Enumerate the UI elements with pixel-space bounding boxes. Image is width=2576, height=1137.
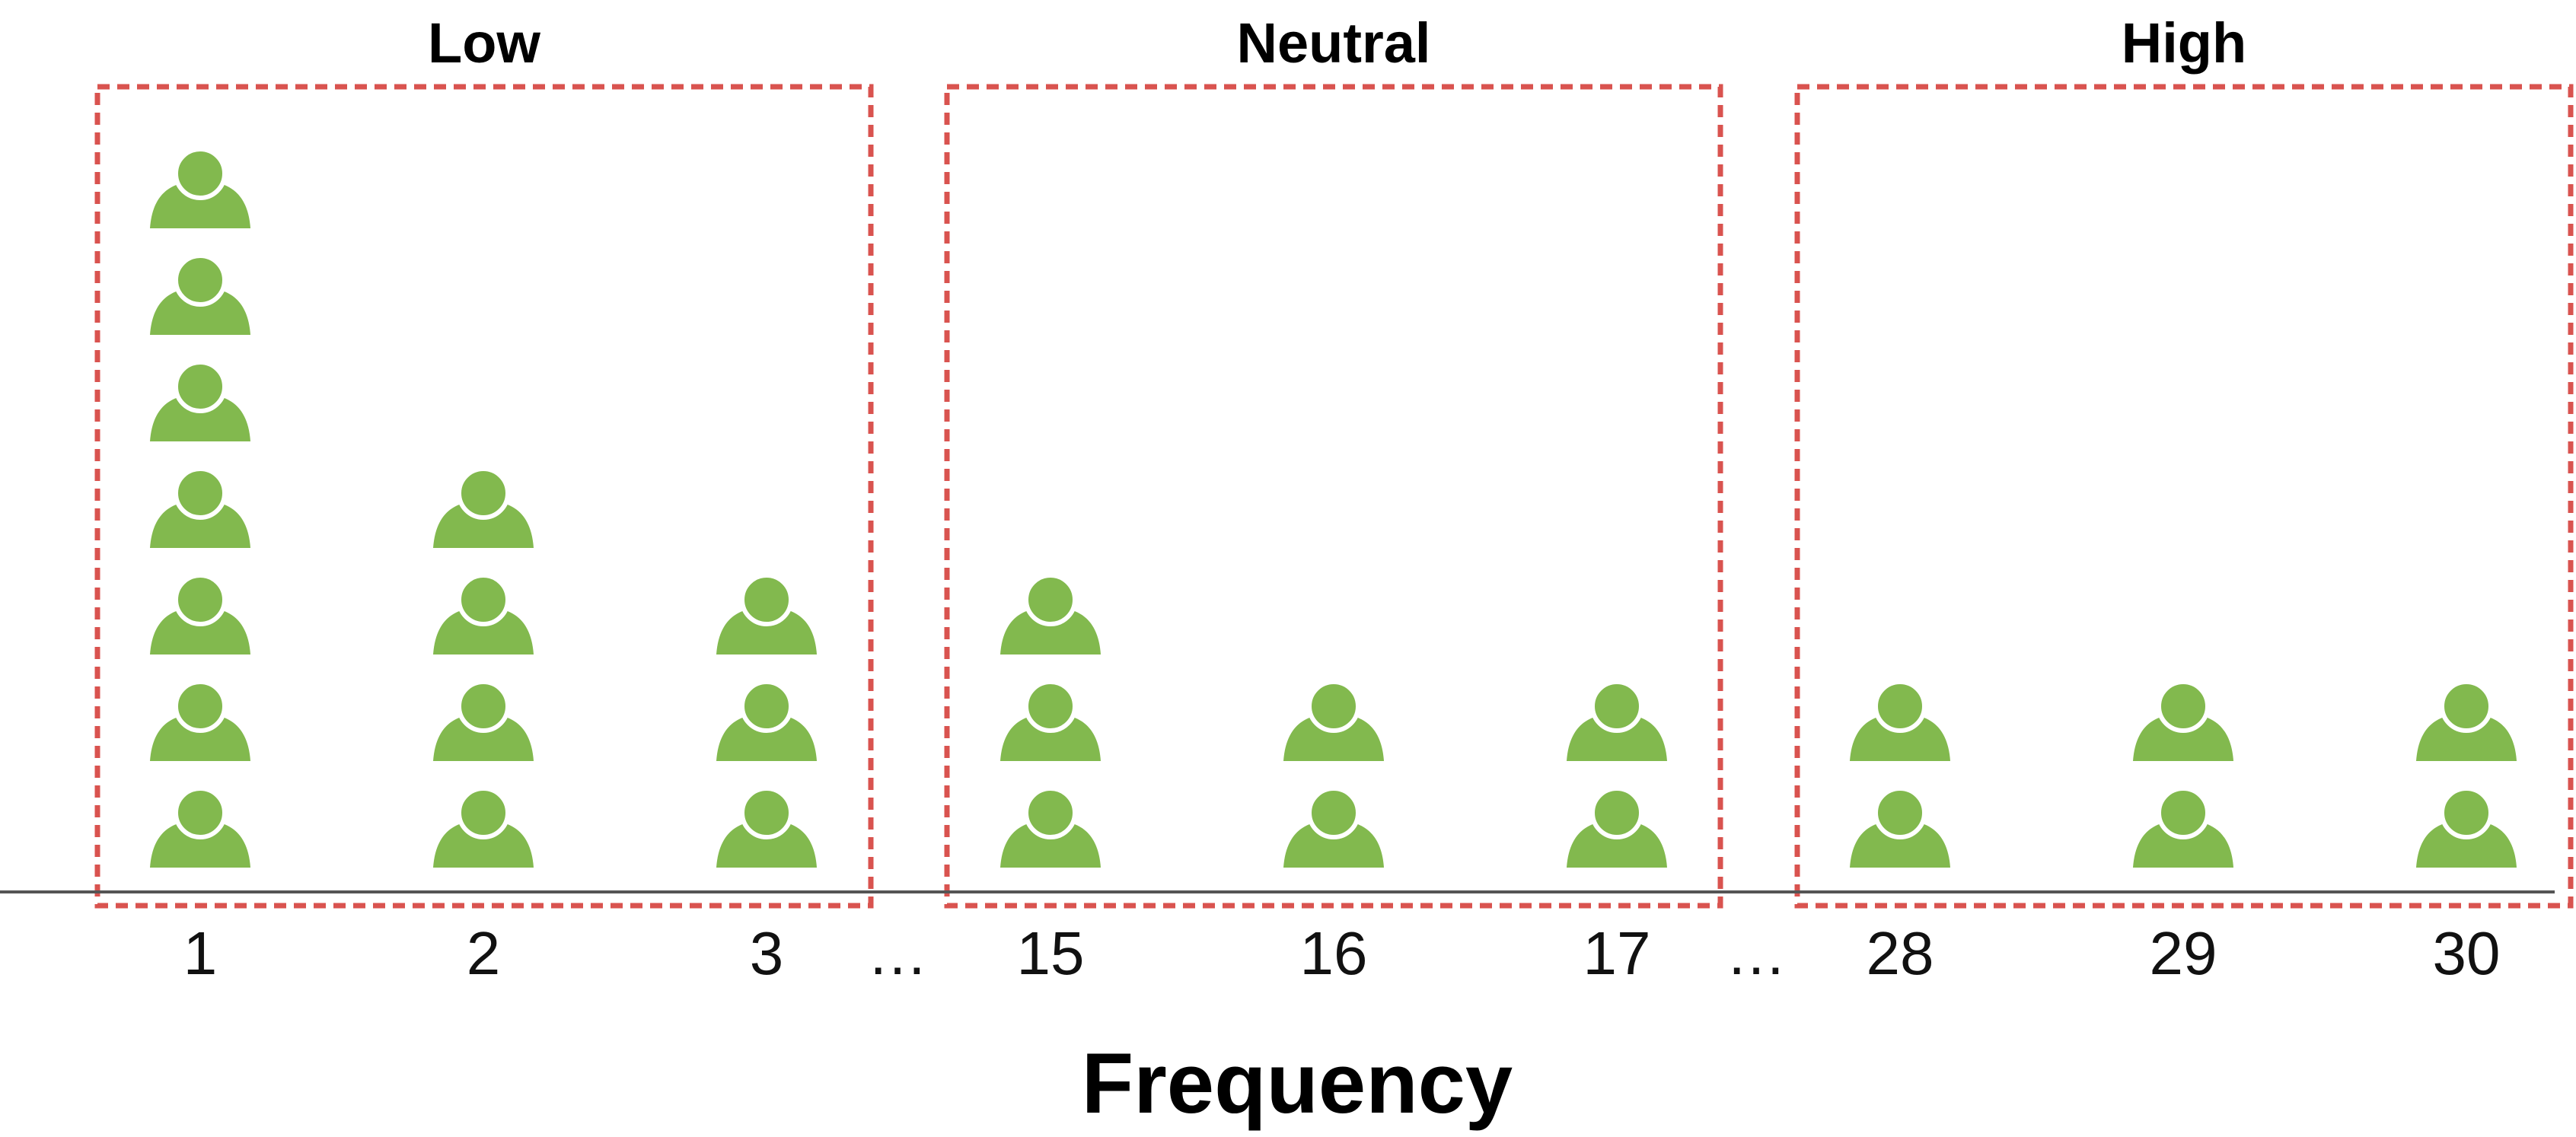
x-tick-label: 1: [183, 919, 218, 987]
person-icon: [1283, 786, 1384, 868]
x-tick-label: 28: [1867, 919, 1934, 987]
person-icon: [150, 680, 250, 761]
person-icon: [1850, 680, 1950, 761]
person-icon: [716, 573, 817, 654]
person-icon: [1000, 786, 1101, 868]
person-icon: [1000, 573, 1101, 654]
x-tick-label: 2: [467, 919, 501, 987]
x-tick-label: 16: [1300, 919, 1368, 987]
person-icon: [150, 467, 250, 548]
person-icon: [1567, 680, 1667, 761]
person-icon: [433, 467, 534, 548]
group-box: [944, 84, 1723, 909]
person-icon: [2416, 786, 2517, 868]
person-icon: [1000, 680, 1101, 761]
person-icon: [150, 573, 250, 654]
person-icon: [1283, 680, 1384, 761]
person-icon: [2133, 786, 2233, 868]
group-boxes: [94, 84, 2574, 909]
x-tick-label: 30: [2433, 919, 2501, 987]
person-icon: [716, 786, 817, 868]
person-icon: [150, 147, 250, 228]
group-title: Low: [428, 11, 540, 75]
group-titles: Low Neutral High: [428, 11, 2246, 75]
x-axis-title: Frequency: [1082, 1036, 1513, 1131]
group-box: [94, 84, 874, 909]
person-icon: [1850, 786, 1950, 868]
group-title: High: [2122, 11, 2246, 75]
person-icon: [150, 786, 250, 868]
person-icon: [433, 680, 534, 761]
group-box: [1794, 84, 2574, 909]
person-icon: [2416, 680, 2517, 761]
person-icon: [433, 786, 534, 868]
x-tick-label: 29: [2150, 919, 2217, 987]
x-tick-labels: 1 2 3 … 15 16 17 … 28 29 30: [183, 919, 2501, 987]
person-icon: [150, 360, 250, 441]
person-icon: [2133, 680, 2233, 761]
person-icon: [433, 573, 534, 654]
x-tick-label: 3: [750, 919, 784, 987]
axis-ellipsis: …: [867, 919, 933, 987]
person-icons: [150, 147, 2517, 868]
x-tick-label: 17: [1583, 919, 1651, 987]
person-icon: [716, 680, 817, 761]
x-tick-label: 15: [1017, 919, 1085, 987]
person-icon: [1567, 786, 1667, 868]
group-title: Neutral: [1237, 11, 1431, 75]
axis-ellipsis: …: [1726, 919, 1791, 987]
person-icon: [150, 253, 250, 335]
